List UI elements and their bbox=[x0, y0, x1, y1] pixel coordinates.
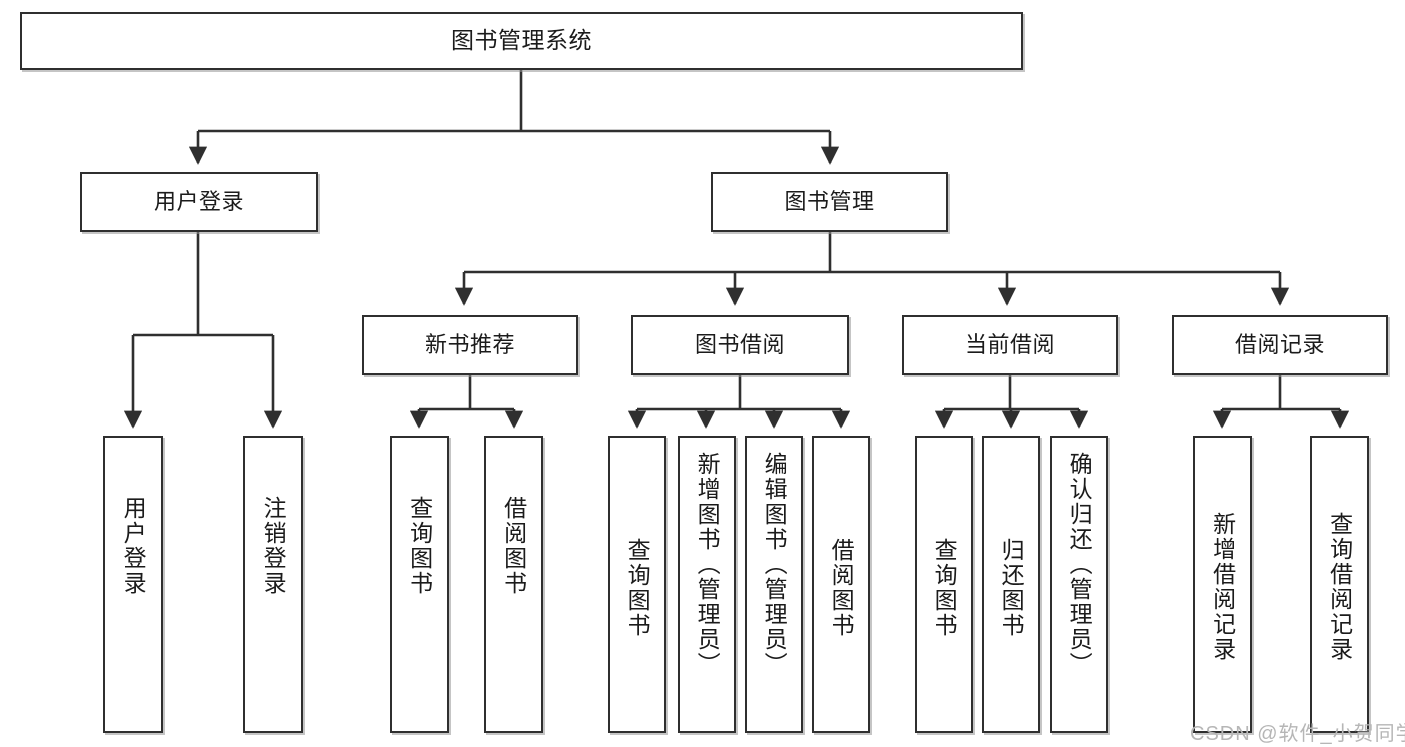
node-user-login[interactable]: 用户登录 bbox=[80, 172, 318, 232]
leaf-borrow-borrow-book[interactable]: 借阅图书 bbox=[812, 436, 870, 733]
leaf-borrow-query-book-label: 查询图书 bbox=[624, 538, 651, 638]
leaf-borrow-borrow-book-label: 借阅图书 bbox=[828, 538, 855, 638]
csdn-watermark: CSDN @软件_小贺同学 bbox=[1190, 723, 1405, 745]
leaf-current-return-book[interactable]: 归还图书 bbox=[982, 436, 1040, 733]
node-book-management-label: 图书管理 bbox=[784, 189, 875, 215]
node-current-borrow-label: 当前借阅 bbox=[964, 332, 1055, 358]
node-root-label: 图书管理系统 bbox=[451, 27, 592, 54]
node-borrow-record[interactable]: 借阅记录 bbox=[1172, 315, 1388, 375]
leaf-new-book-query[interactable]: 查询图书 bbox=[390, 436, 449, 733]
leaf-new-book-borrow-label: 借阅图书 bbox=[500, 496, 527, 596]
node-current-borrow[interactable]: 当前借阅 bbox=[902, 315, 1118, 375]
node-book-borrow-label: 图书借阅 bbox=[694, 332, 785, 358]
leaf-user-login-logout[interactable]: 注销登录 bbox=[243, 436, 303, 733]
node-borrow-record-label: 借阅记录 bbox=[1234, 332, 1325, 358]
leaf-record-add-label: 新增借阅记录 bbox=[1209, 512, 1236, 662]
node-root[interactable]: 图书管理系统 bbox=[20, 12, 1023, 70]
node-user-login-label: 用户登录 bbox=[153, 189, 244, 215]
leaf-new-book-query-label: 查询图书 bbox=[406, 496, 433, 596]
leaf-record-add[interactable]: 新增借阅记录 bbox=[1193, 436, 1252, 733]
leaf-current-query-book-label: 查询图书 bbox=[931, 538, 958, 638]
leaf-new-book-borrow[interactable]: 借阅图书 bbox=[484, 436, 543, 733]
leaf-user-login-logout-label: 注销登录 bbox=[260, 496, 287, 596]
leaf-borrow-add-book[interactable]: 新增图书（管理员） bbox=[678, 436, 736, 733]
leaf-borrow-add-book-label: 新增图书（管理员） bbox=[694, 452, 721, 677]
node-new-book-recommend-label: 新书推荐 bbox=[424, 332, 515, 358]
leaf-borrow-edit-book-label: 编辑图书（管理员） bbox=[761, 452, 788, 677]
node-new-book-recommend[interactable]: 新书推荐 bbox=[362, 315, 578, 375]
node-book-management[interactable]: 图书管理 bbox=[711, 172, 948, 232]
leaf-current-return-book-label: 归还图书 bbox=[998, 538, 1025, 638]
leaf-current-confirm-return[interactable]: 确认归还（管理员） bbox=[1050, 436, 1108, 733]
leaf-current-confirm-return-label: 确认归还（管理员） bbox=[1066, 452, 1093, 677]
leaf-current-query-book[interactable]: 查询图书 bbox=[915, 436, 973, 733]
leaf-record-query[interactable]: 查询借阅记录 bbox=[1310, 436, 1369, 733]
leaf-user-login-login-label: 用户登录 bbox=[120, 496, 147, 596]
node-book-borrow[interactable]: 图书借阅 bbox=[631, 315, 849, 375]
leaf-record-query-label: 查询借阅记录 bbox=[1326, 512, 1353, 662]
leaf-borrow-query-book[interactable]: 查询图书 bbox=[608, 436, 666, 733]
leaf-user-login-login[interactable]: 用户登录 bbox=[103, 436, 163, 733]
leaf-borrow-edit-book[interactable]: 编辑图书（管理员） bbox=[745, 436, 803, 733]
